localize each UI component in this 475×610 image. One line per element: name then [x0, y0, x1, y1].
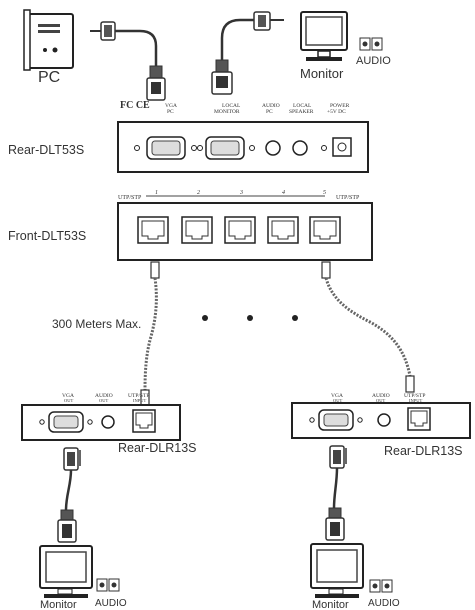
port-label-local-monitor-2: MONITOR — [214, 109, 240, 115]
certification-marks: FC CE — [120, 100, 150, 111]
rx1-speakers-icon — [96, 578, 120, 592]
rj45-port-1 — [137, 216, 169, 244]
rx2-speakers-icon — [369, 579, 393, 593]
rx1-monitor-label: Monitor — [40, 599, 77, 610]
rx2-audio-label-2: OUT — [376, 398, 385, 403]
rear-dlr13s-unit-1 — [21, 404, 181, 441]
rear-dlr13s-unit-2 — [291, 402, 471, 439]
rx1-vga-label-1: VGA — [62, 393, 74, 399]
audio-pc-jack — [265, 140, 281, 156]
rx1-utp-label-1: UTP/STP — [128, 393, 149, 399]
port-label-power-2: +5V DC — [327, 109, 346, 115]
rj45-port-4 — [267, 216, 299, 244]
rx2-utp-label-1: UTP/STP — [404, 393, 425, 399]
front-dlt53s-label: Front-DLT53S — [8, 229, 86, 243]
utp-left-label: UTP/STP — [118, 195, 142, 201]
port-number-3: 3 — [239, 190, 243, 196]
ellipsis-dots — [202, 315, 298, 321]
rj45-port-3 — [224, 216, 256, 244]
pc-label: PC — [38, 69, 60, 86]
rx1-utp-label-2: INPUT — [133, 398, 147, 403]
port-label-audio-pc-1: AUDIO — [262, 103, 280, 109]
utp-right-label: UTP/STP — [336, 195, 360, 201]
rx1-monitor-icon — [39, 545, 93, 598]
port-label-power-1: POWER — [330, 103, 350, 109]
port-number-2: 2 — [197, 190, 200, 196]
top-audio-label: AUDIO — [356, 55, 391, 67]
utp-cable-right — [321, 261, 415, 393]
port-label-local-speaker-2: SPEAKER — [289, 109, 314, 115]
vga-pc-port — [134, 136, 197, 160]
port-number-1: 1 — [155, 190, 158, 196]
rear-dlt53s-label: Rear-DLT53S — [8, 143, 84, 157]
port-label-local-speaker-1: LOCAL — [293, 103, 312, 109]
top-monitor-icon — [300, 11, 348, 61]
rx1-audio-label-1: AUDIO — [95, 393, 113, 399]
rx2-audio-label: AUDIO — [368, 598, 400, 609]
pc-tower-icon — [23, 9, 74, 71]
rx1-label: Rear-DLR13S — [118, 441, 197, 455]
port-label-vga-pc-2: PC — [167, 109, 174, 115]
port-number-4: 4 — [282, 189, 285, 196]
rj45-port-2 — [181, 216, 213, 244]
distance-label: 300 Meters Max. — [52, 317, 141, 331]
rx1-vga-label-2: OUT — [64, 398, 73, 403]
monitor-vga-cable — [211, 11, 284, 95]
power-jack — [332, 137, 352, 157]
rx1-audio-label: AUDIO — [95, 598, 127, 609]
port-number-5: 5 — [323, 190, 326, 196]
rx1-audio-label-2: OUT — [99, 398, 108, 403]
rx2-vga-label-2: OUT — [333, 398, 342, 403]
rx2-utp-label-2: INPUT — [409, 398, 423, 403]
rx2-monitor-icon — [310, 543, 364, 598]
rx1-vga-cable — [57, 447, 81, 543]
rear-dlt53s-unit — [117, 121, 369, 173]
pc-vga-cable — [90, 21, 166, 101]
rx2-audio-label-1: AUDIO — [372, 393, 390, 399]
top-speakers-icon — [359, 37, 383, 51]
port-label-vga-pc-1: VGA — [165, 103, 177, 109]
rj45-port-5 — [309, 216, 341, 244]
port-label-audio-pc-2: PC — [266, 109, 273, 115]
rx2-label: Rear-DLR13S — [384, 444, 463, 458]
top-monitor-label: Monitor — [300, 66, 344, 81]
port-label-local-monitor-1: LOCAL — [222, 103, 241, 109]
rx2-vga-cable — [325, 445, 347, 541]
rx2-monitor-label: Monitor — [312, 599, 349, 610]
front-dlt53s-unit — [117, 202, 373, 261]
local-speaker-jack — [292, 140, 308, 156]
rx2-vga-label-1: VGA — [331, 393, 343, 399]
utp-cable-left — [140, 261, 160, 407]
local-monitor-port — [197, 136, 255, 160]
